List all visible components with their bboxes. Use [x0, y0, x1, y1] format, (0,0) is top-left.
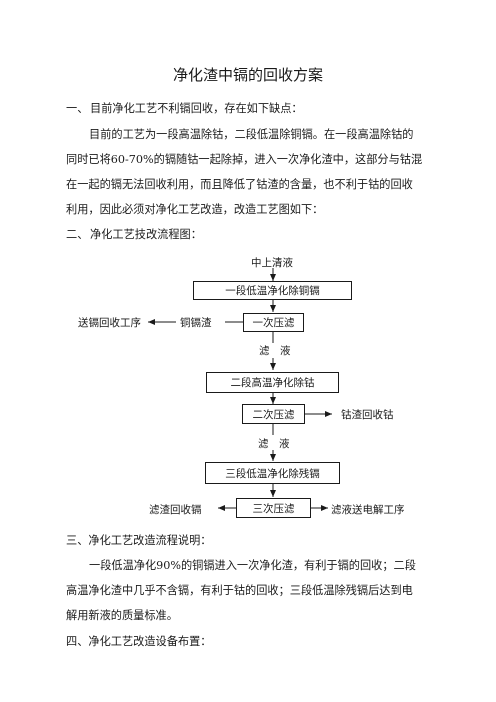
flow-out3-left-label: 滤渣回收镉 — [149, 504, 202, 516]
flow-out1-label: 送镉回收工序 — [78, 317, 141, 329]
page-title: 净化渣中镉的回收方案 — [172, 66, 323, 84]
flow-filter1-box: 一次压滤 — [243, 313, 304, 332]
section-3-heading: 三、净化工艺改造流程说明： — [66, 534, 212, 547]
section-1-heading: 一、目前净化工艺不利镉回收，存在如下缺点： — [66, 100, 436, 117]
flow-residue1-label: 铜镉渣 — [180, 317, 212, 329]
flow-stage2-box: 二段高温净化除钴 — [206, 372, 339, 393]
flow-stage3-box: 三段低温净化除残镉 — [205, 462, 340, 484]
flow-stage1-box: 一段低温净化除铜镉 — [193, 281, 352, 300]
section-1-number: 一、 — [66, 102, 89, 115]
section-2-heading: 二、净化工艺技改流程图： — [66, 226, 436, 243]
paragraph-1-line-2: 同时已将60-70%的镉随钴一起除掉，进入一次净化渣中，这部分与钴混 — [66, 153, 423, 166]
section-1-text: 目前净化工艺不利镉回收，存在如下缺点： — [90, 102, 303, 115]
flow-filter3-box: 三次压滤 — [236, 498, 311, 518]
flow-filter2-box: 二次压滤 — [242, 404, 305, 424]
paragraph-3-line-3: 解用新液的质量标准。 — [66, 609, 178, 622]
paragraph-3-line-1: 一段低温净化90%的铜镉进入一次净化渣，有利于镉的回收；二段 — [89, 559, 416, 572]
flow-out2-label: 钴渣回收钴 — [341, 409, 394, 421]
flow-out3-right-label: 滤液送电解工序 — [331, 504, 405, 516]
section-2-text: 净化工艺技改流程图： — [90, 228, 202, 241]
flow-start-label: 中上清液 — [251, 257, 293, 269]
paragraph-1-line-4: 利用，因此必须对净化工艺改造，改造工艺图如下： — [66, 203, 324, 216]
paragraph-1-line-3: 在一起的镉无法回收利用，而且降低了钴渣的含量，也不利于钴的回收 — [66, 178, 413, 191]
paragraph-3-line-2: 高温净化渣中几乎不含镉，有利于钴的回收；三段低温除残镉后达到电 — [66, 584, 413, 597]
flow-liquid2-label: 滤 液 — [258, 438, 290, 450]
section-2-number: 二、 — [66, 228, 89, 241]
section-4-heading: 四、净化工艺改造设备布置： — [66, 635, 212, 648]
paragraph-1-line-1: 目前的工艺为一段高温除钴，二段低温除铜镉。在一段高温除钴的 — [89, 128, 414, 141]
flow-liquid1-label: 滤 液 — [259, 345, 291, 357]
